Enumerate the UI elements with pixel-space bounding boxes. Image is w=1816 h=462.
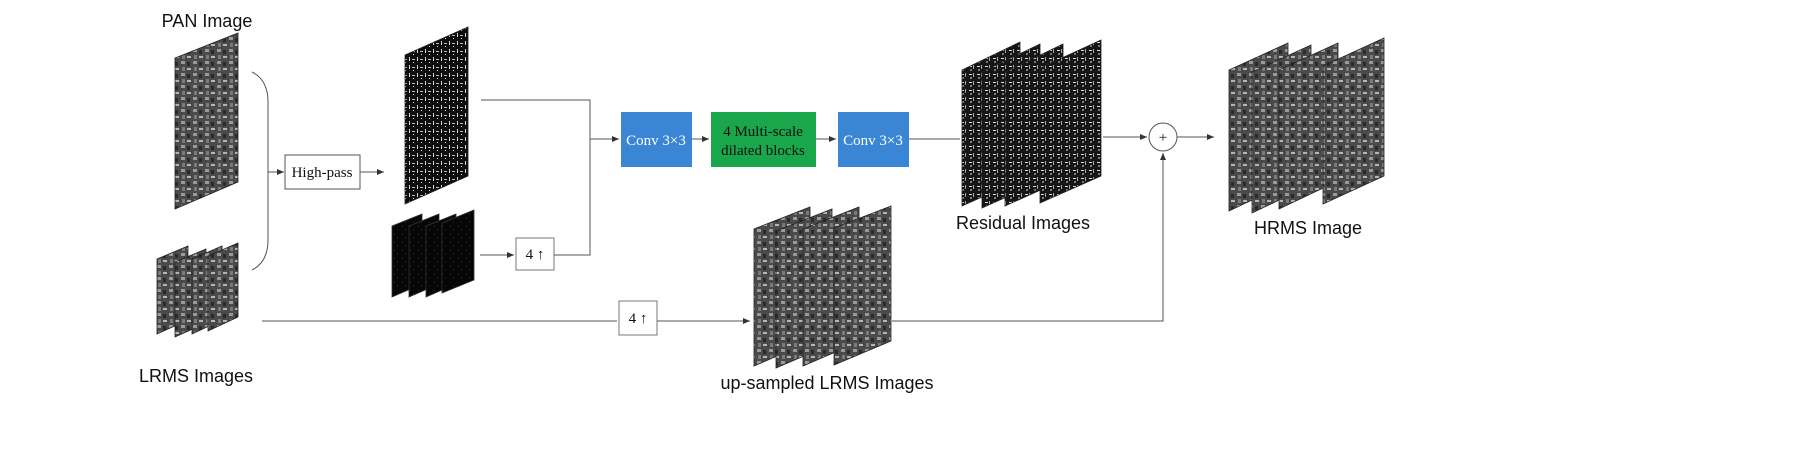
residual-image-stack [961, 39, 1102, 209]
wire-upsampled-to-plus [892, 153, 1166, 322]
pan-image-label: PAN Image [162, 11, 253, 31]
lrms-image-stack [156, 242, 239, 338]
dilated-label-line1: 4 Multi-scale [723, 124, 803, 140]
high-pass-label: High-pass [292, 165, 353, 181]
high-pass-box [284, 154, 361, 190]
pan-image [174, 32, 239, 210]
wire-pan-hp-to-conv [481, 99, 591, 256]
conv1-label: Conv 3×3 [626, 133, 686, 149]
conv1-block [621, 112, 692, 167]
upsampled-lrms-label: up-sampled LRMS Images [720, 373, 933, 393]
highpass-pan-image [404, 26, 469, 205]
upsample-bottom-label: 4 ↑ [629, 311, 648, 327]
hrms-image-stack [1228, 37, 1385, 214]
upsample-small-label: 4 ↑ [526, 247, 545, 263]
upsample-bottom-box [618, 300, 658, 336]
lrms-images-label: LRMS Images [139, 366, 253, 386]
upsample-small-box [515, 237, 555, 271]
conv2-label: Conv 3×3 [843, 133, 903, 149]
residual-images-label: Residual Images [956, 213, 1090, 233]
dilated-blocks [711, 112, 816, 167]
conv2-block [838, 112, 909, 167]
highpass-lrms-stack [391, 209, 475, 298]
input-brace [251, 71, 269, 271]
upsampled-lrms-stack [753, 205, 892, 369]
sum-node-symbol: + [1159, 130, 1167, 146]
dilated-label-line2: dilated blocks [721, 143, 805, 159]
hrms-image-label: HRMS Image [1254, 218, 1362, 238]
